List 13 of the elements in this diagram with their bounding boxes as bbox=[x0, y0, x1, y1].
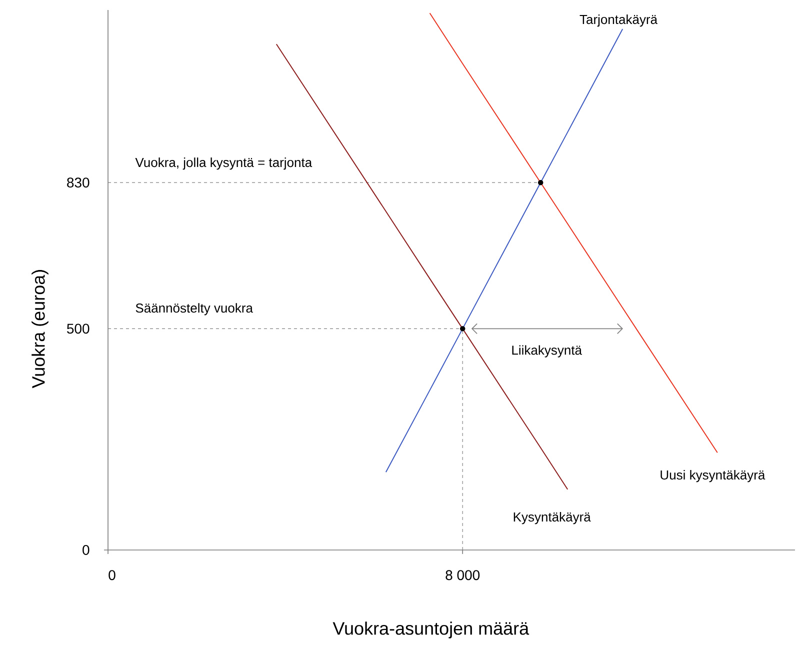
tick-label: 830 bbox=[67, 178, 90, 188]
curve-label: Uusi kysyntäkäyrä bbox=[660, 470, 766, 482]
axis-title: Vuokra (euroa) bbox=[32, 270, 48, 388]
annotation-label: Liikakysyntä bbox=[512, 345, 582, 358]
tick-label: 500 bbox=[67, 324, 90, 334]
tick-label: 0 bbox=[108, 570, 116, 580]
annotation-label: Vuokra, jolla kysyntä = tarjonta bbox=[135, 158, 312, 170]
axis-title: Vuokra-asuntojen määrä bbox=[332, 622, 530, 638]
annotation-label: Säännöstelty vuokra bbox=[136, 303, 253, 316]
curve-label: Tarjontakäyrä bbox=[580, 14, 658, 27]
curve-label: Kysyntäkäyrä bbox=[514, 512, 591, 524]
tick-label: 0 bbox=[82, 545, 90, 555]
tick-label: 8 000 bbox=[446, 570, 480, 580]
